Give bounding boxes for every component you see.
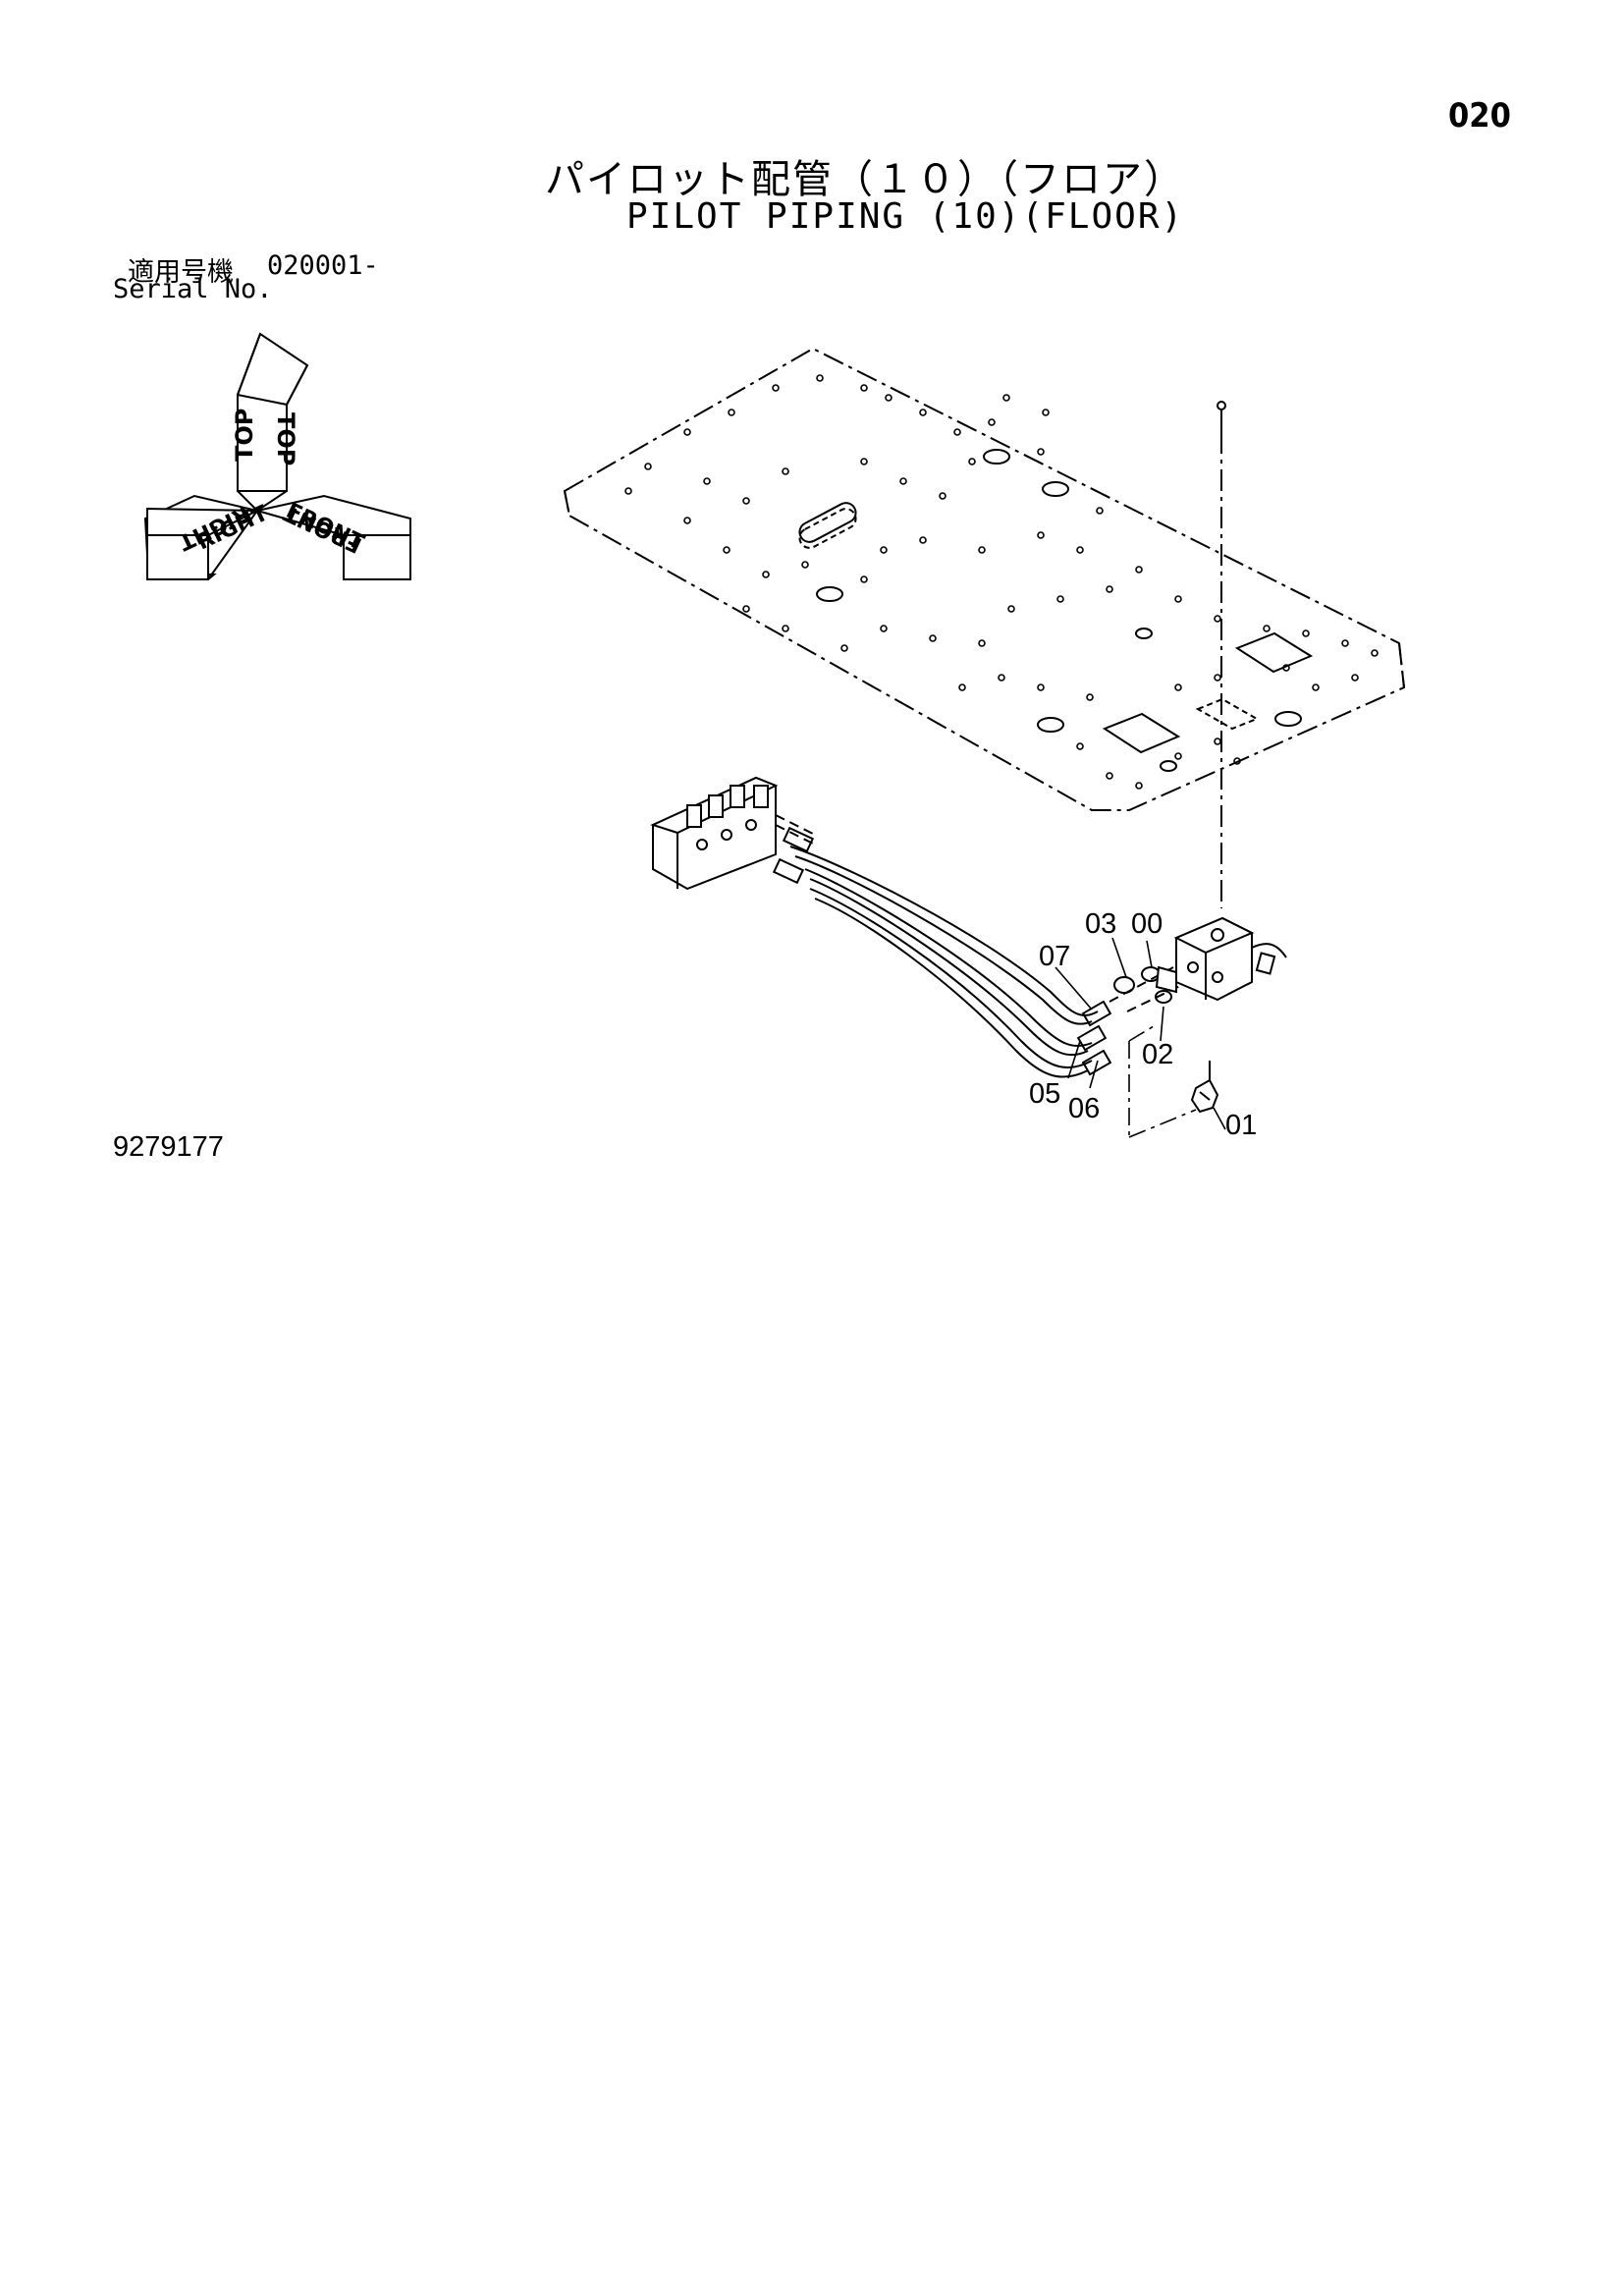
callout-01: 01 [1225, 1110, 1258, 1141]
leader-lines [1055, 937, 1226, 1130]
callout-05: 05 [1029, 1078, 1061, 1110]
floor-plate [563, 347, 1406, 811]
elbow-fitting [1190, 1078, 1219, 1114]
callout-06: 06 [1068, 1093, 1101, 1124]
title-japanese: パイロット配管（１０）（フロア） [545, 157, 1185, 202]
orientation-top-label: TOP [272, 412, 299, 465]
floor-plate-bolt-holes [624, 374, 1379, 790]
serial-label-english: Serial No. [113, 274, 273, 304]
callout-03: 03 [1085, 908, 1117, 940]
document-id: 9279177 [113, 1131, 224, 1163]
reference-lines [1128, 1025, 1197, 1138]
fittings [1109, 966, 1189, 1012]
orientation-top-label-mirror: TOP [231, 409, 258, 462]
page-number: 020 [1448, 96, 1511, 136]
serial-range: 020001- [267, 250, 379, 281]
serial-label-japanese: 適用号機 [128, 257, 234, 288]
pilot-hoses [772, 826, 1112, 1078]
title-english: PILOT PIPING (10)(FLOOR) [626, 196, 1185, 237]
valve-block [1155, 916, 1287, 1002]
vertical-bolt [1209, 401, 1226, 1090]
callout-00: 00 [1131, 908, 1163, 940]
callout-07: 07 [1039, 941, 1071, 972]
left-manifold [650, 776, 816, 891]
callout-02: 02 [1142, 1039, 1174, 1070]
orientation-indicator [143, 332, 411, 580]
